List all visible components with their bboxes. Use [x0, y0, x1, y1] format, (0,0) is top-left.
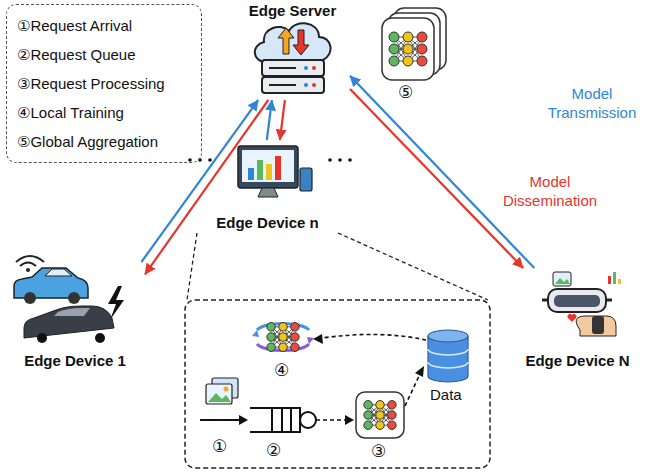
legend-box: ①Request Arrival②Request Queue③Request P…	[6, 4, 202, 163]
legend-entry: ③Request Processing	[17, 69, 165, 98]
server-icon	[255, 23, 331, 93]
server-node: Edge Server	[235, 2, 350, 100]
callout-number: ③	[371, 441, 386, 461]
vehicle-icon	[14, 256, 124, 343]
callout-number: ②	[266, 440, 281, 460]
legend-entry: ①Request Arrival	[17, 11, 132, 40]
legend-entry: ④Local Training	[17, 98, 124, 127]
zoom-inset	[185, 233, 490, 468]
node-label: Edge Device N	[525, 352, 629, 370]
legend-entry: ⑤Global Aggregation	[17, 127, 158, 156]
legend-entry: ②Request Queue	[17, 40, 136, 69]
computer-icon	[188, 146, 352, 197]
part-label: Data	[430, 385, 462, 405]
connector-arrow	[280, 100, 285, 140]
wearable-icon	[542, 272, 621, 336]
device-node: Edge Device n	[195, 140, 340, 232]
edge-label: Model Transmission	[542, 84, 642, 122]
callout-number: ⑤	[398, 82, 413, 102]
connector-arrow	[267, 100, 272, 140]
connector-arrow	[145, 100, 268, 274]
model-stack	[382, 8, 446, 80]
device-node: Edge Device N	[510, 268, 645, 370]
node-label: Edge Server	[249, 2, 337, 20]
device-node: Edge Device 1	[5, 262, 145, 370]
callout-number: ①	[212, 436, 227, 456]
node-label: Edge Device n	[216, 214, 319, 232]
connector-arrow	[141, 100, 258, 262]
callout-number: ④	[274, 360, 289, 380]
node-label: Edge Device 1	[24, 352, 126, 370]
edge-label: Model Dissemination	[496, 172, 604, 210]
